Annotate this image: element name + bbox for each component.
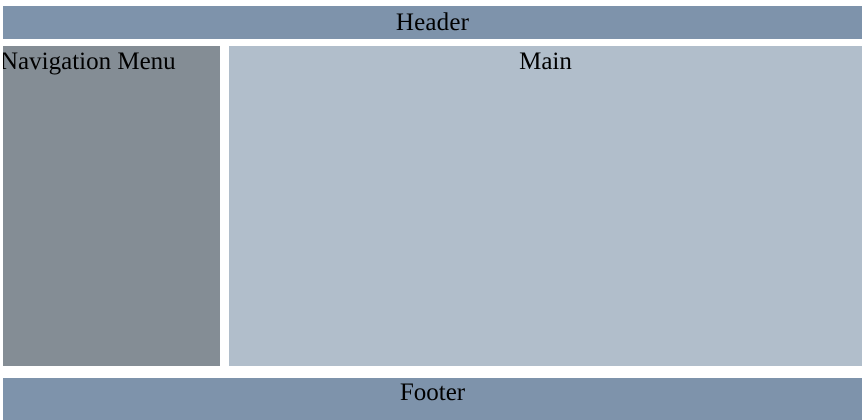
content-row: Navigation Menu Main xyxy=(3,46,862,366)
header-label: Header xyxy=(395,9,470,36)
header-region: Header xyxy=(3,6,862,39)
navigation-menu-region[interactable]: Navigation Menu xyxy=(3,46,220,366)
main-content-region: Main xyxy=(229,46,862,366)
navigation-menu-label: Navigation Menu xyxy=(3,48,176,75)
footer-region: Footer xyxy=(3,378,862,420)
main-content-label: Main xyxy=(519,48,572,75)
footer-label: Footer xyxy=(399,379,466,406)
